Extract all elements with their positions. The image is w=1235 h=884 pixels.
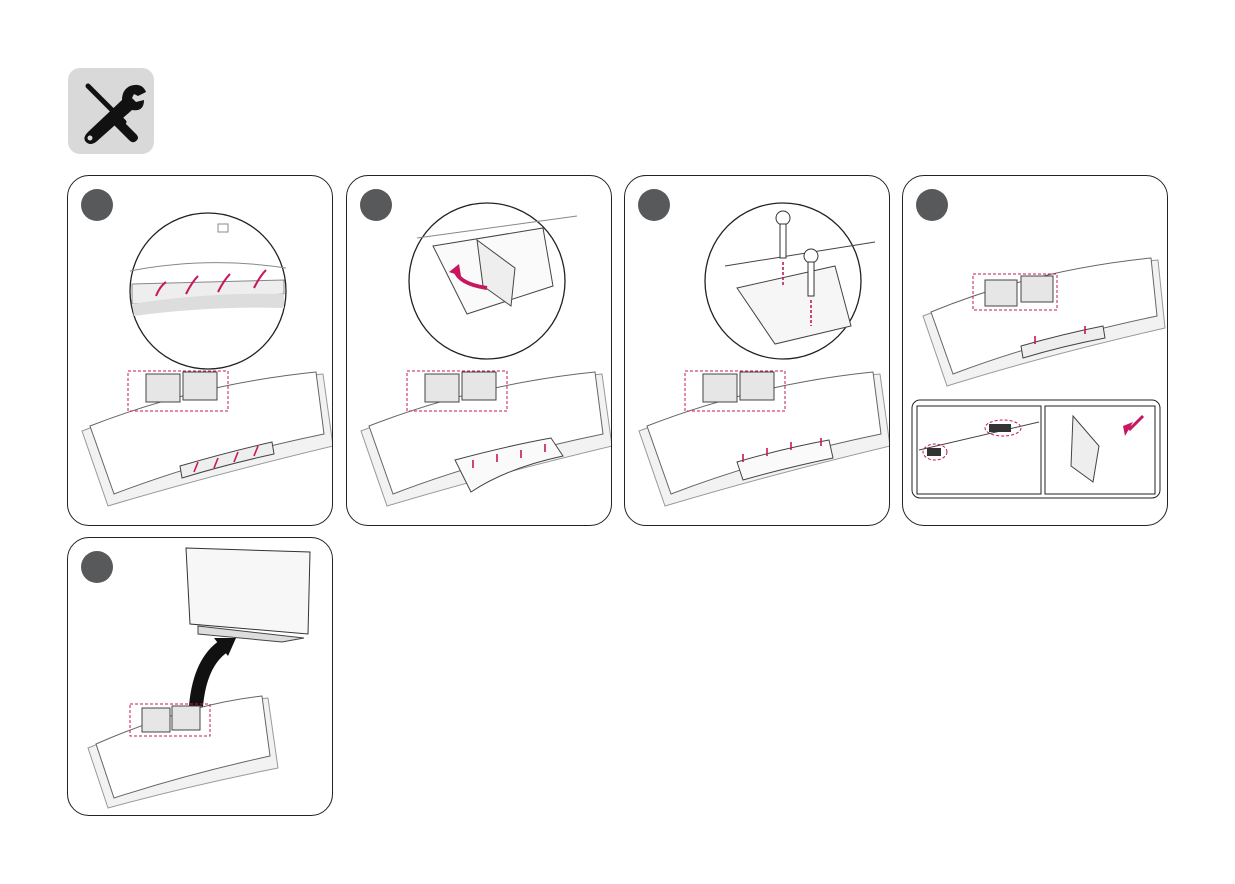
tools-badge [68, 68, 154, 154]
step-4-panel [902, 175, 1168, 526]
curved-arrow-icon [196, 646, 224, 706]
step-5-panel [67, 537, 333, 816]
step-4-illustration [903, 176, 1168, 526]
step-3-illustration [625, 176, 890, 526]
step-3-panel [624, 175, 890, 526]
step-1-panel [67, 175, 333, 526]
step-5-illustration [68, 538, 333, 816]
step-2-illustration [347, 176, 612, 526]
step-1-illustration [68, 176, 333, 526]
tools-icon [68, 68, 154, 154]
step-2-panel [346, 175, 612, 526]
